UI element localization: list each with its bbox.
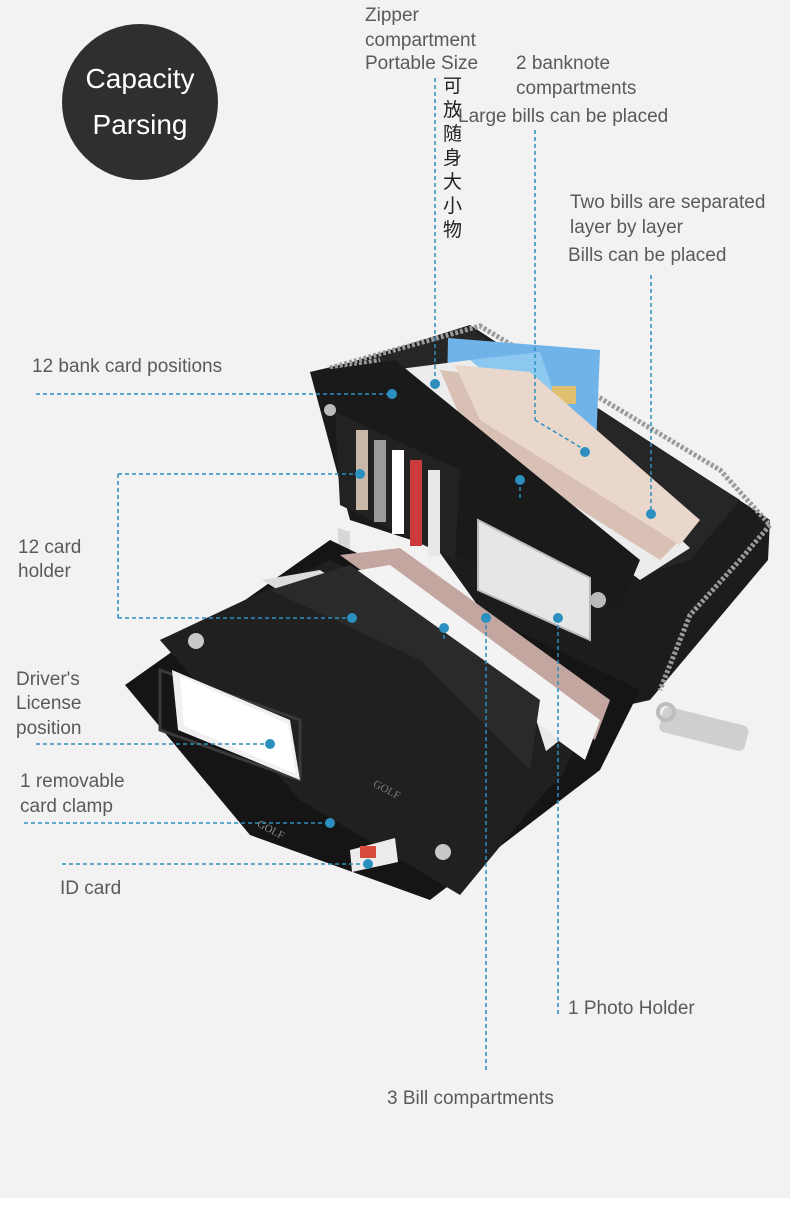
label-bank-cards: 12 bank card positions [32,356,223,377]
bottom-band [0,1198,790,1223]
card-slot-panel [310,360,640,642]
label-license-2: License [16,693,82,714]
label-large-bills: Large bills can be placed [458,106,669,127]
leader-dots [265,379,656,869]
zipper-pull [656,702,749,751]
label-two-bills-2: layer by layer [570,217,683,238]
label-two-bills-1: Two bills are separated [570,192,766,213]
badge-line-2: Parsing [92,109,188,140]
label-zipper-1: Zipper [365,5,419,26]
label-zipper-2: compartment [365,30,476,51]
label-photo-holder: 1 Photo Holder [568,998,695,1019]
label-banknote-1: 2 banknote [516,53,611,74]
label-id-card: ID card [60,878,122,899]
license-window [172,670,300,780]
label-card-holder-2: holder [18,561,71,582]
id-card [350,838,398,872]
badge-line-1: Capacity [85,63,195,94]
label-card-holder-1: 12 card [18,537,82,558]
label-zipper-3: Portable Size [365,53,479,74]
label-license-3: position [16,718,82,739]
label-bill-compartments: 3 Bill compartments [387,1088,554,1109]
label-clamp-1: 1 removable [20,771,125,792]
capacity-badge: Capacity Parsing [62,24,218,180]
label-clamp-2: card clamp [20,796,113,817]
label-license-1: Driver's [16,669,80,690]
banknotes [392,360,700,580]
label-bills-placed: Bills can be placed [568,245,727,266]
label-zipper-chinese: 可放随身大小物 [443,75,463,241]
label-banknote-2: compartments [516,78,637,99]
